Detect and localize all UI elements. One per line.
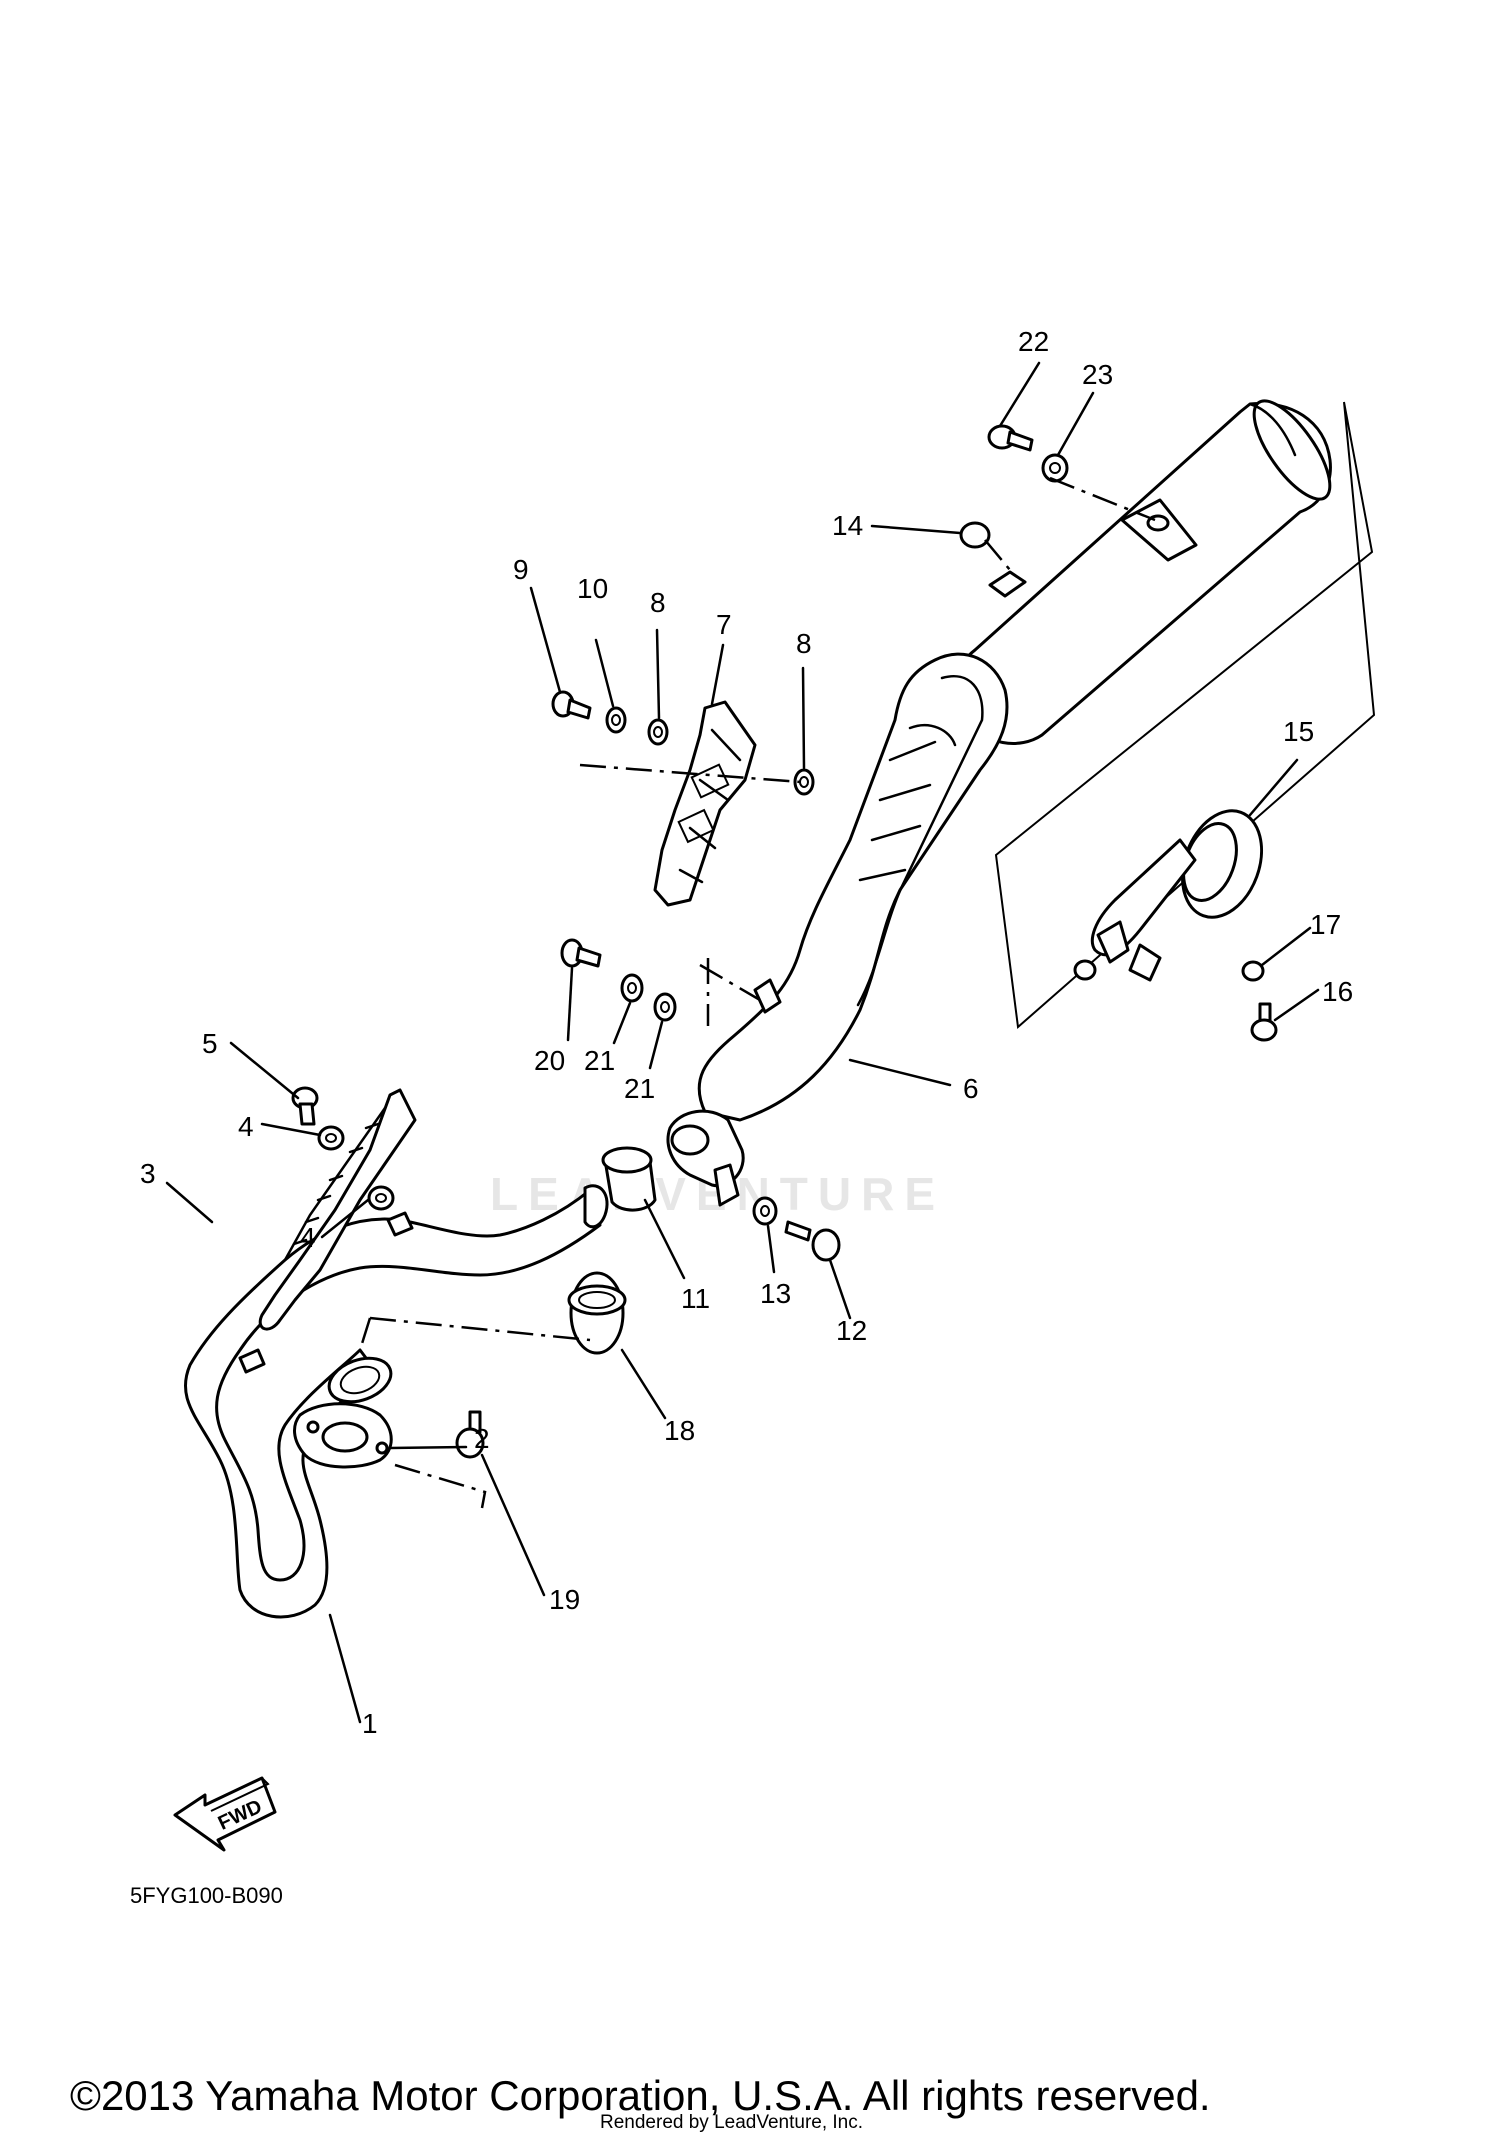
callout-15: 15 bbox=[1283, 716, 1314, 747]
callout-7: 7 bbox=[716, 609, 732, 640]
callout-9: 9 bbox=[513, 554, 529, 585]
leader-lines bbox=[165, 361, 1320, 1724]
fwd-arrow-icon: FWD bbox=[173, 1776, 277, 1852]
heat-protector-7 bbox=[653, 700, 757, 907]
callout-21-right: 21 bbox=[624, 1073, 655, 1104]
copyright-notice: ©2013 Yamaha Motor Corporation, U.S.A. A… bbox=[70, 2072, 1211, 2119]
callout-4-lower: 4 bbox=[300, 1222, 316, 1253]
callout-19: 19 bbox=[549, 1584, 580, 1615]
diagram-code: 5FYG100-B090 bbox=[130, 1883, 283, 1908]
callout-22: 22 bbox=[1018, 326, 1049, 357]
callout-5: 5 bbox=[202, 1028, 218, 1059]
callout-8-right: 8 bbox=[796, 628, 812, 659]
callout-2: 2 bbox=[474, 1423, 490, 1454]
callout-18: 18 bbox=[664, 1415, 695, 1446]
mid-pipe bbox=[666, 652, 1009, 1207]
callout-1: 1 bbox=[362, 1708, 378, 1739]
callout-14: 14 bbox=[832, 510, 863, 541]
alignment-lines bbox=[358, 476, 1156, 1509]
protector-3 bbox=[258, 1088, 417, 1331]
callout-21-left: 21 bbox=[584, 1045, 615, 1076]
callout-13: 13 bbox=[760, 1278, 791, 1309]
callout-10: 10 bbox=[577, 573, 608, 604]
callout-4-upper: 4 bbox=[238, 1111, 254, 1142]
callout-16: 16 bbox=[1322, 976, 1353, 1007]
silencer-cap-15 bbox=[1073, 809, 1264, 982]
gasket-11 bbox=[601, 1146, 657, 1212]
callout-8-left: 8 bbox=[650, 587, 666, 618]
callout-11: 11 bbox=[681, 1283, 710, 1314]
callout-12: 12 bbox=[836, 1315, 867, 1346]
silencer-group-outline bbox=[994, 401, 1376, 1029]
muffler-body bbox=[954, 399, 1332, 745]
callout-17: 17 bbox=[1310, 909, 1341, 940]
callout-20: 20 bbox=[534, 1045, 565, 1076]
callout-3: 3 bbox=[140, 1158, 156, 1189]
fasteners bbox=[291, 424, 1278, 1459]
exhaust-pipe-1 bbox=[184, 1184, 609, 1619]
callout-23: 23 bbox=[1082, 359, 1113, 390]
gasket-18 bbox=[567, 1271, 627, 1355]
callout-6: 6 bbox=[963, 1073, 979, 1104]
callout-numbers: 1 2 3 4 4 5 6 7 8 8 9 10 11 12 13 14 15 … bbox=[140, 326, 1353, 1739]
rendered-by: Rendered by LeadVenture, Inc. bbox=[600, 2112, 863, 2133]
